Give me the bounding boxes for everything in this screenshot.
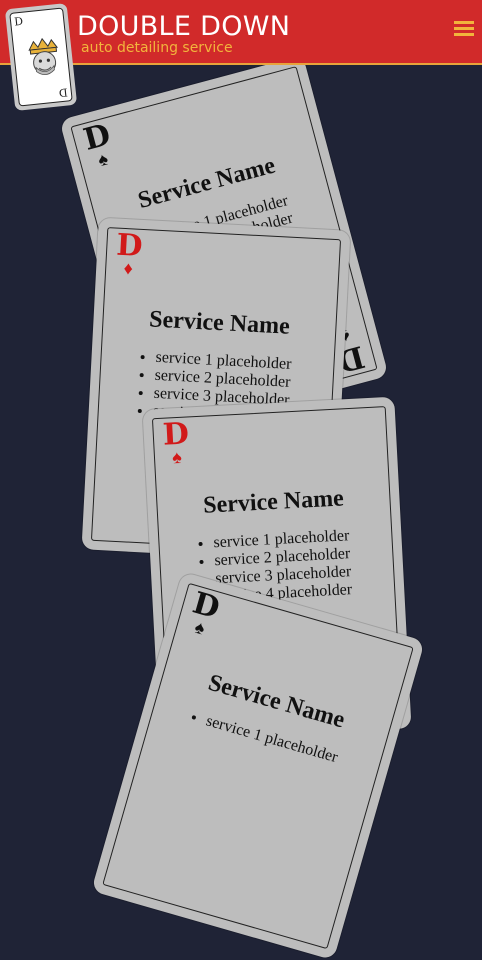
card-face: D ♠ Service Name service 1 placeholder <box>102 582 414 950</box>
service-title: Service Name <box>202 485 345 519</box>
logo-card-face: D D <box>9 7 73 107</box>
card-corner: D ♠ <box>185 586 224 639</box>
card-corner: D ♠ <box>161 416 190 467</box>
card-letter: D <box>161 416 190 453</box>
site-header: DOUBLE DOWN auto detailing service <box>0 0 482 65</box>
logo-corner-bottom: D <box>58 85 69 100</box>
menu-bar <box>454 21 474 24</box>
card-corner: D ♠ <box>80 117 118 171</box>
card-corner: D ♦ <box>115 227 144 279</box>
menu-bar <box>454 27 474 30</box>
king-face-icon <box>28 37 59 75</box>
service-title: Service Name <box>148 306 291 340</box>
menu-bar <box>454 33 474 36</box>
brand-subtitle: auto detailing service <box>81 40 233 56</box>
logo[interactable]: D D <box>4 3 78 111</box>
card-letter: D <box>115 227 144 264</box>
service-card[interactable]: D ♠ Service Name service 1 placeholder <box>91 571 425 960</box>
brand-title[interactable]: DOUBLE DOWN <box>77 11 291 42</box>
logo-corner-top: D <box>13 14 24 29</box>
hamburger-icon[interactable] <box>454 18 474 40</box>
